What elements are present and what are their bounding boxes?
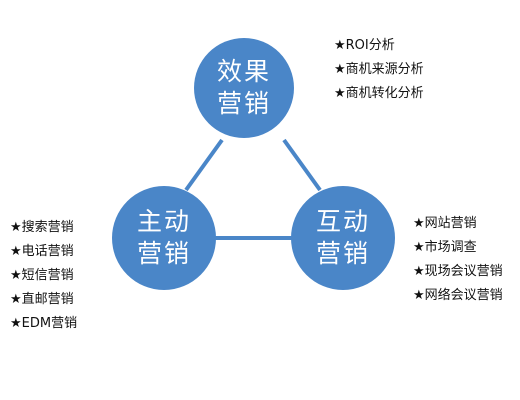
list-item: ★搜索营销 bbox=[10, 220, 74, 235]
node-label-line2: 营销 bbox=[136, 239, 191, 268]
connector-top-right bbox=[282, 138, 322, 192]
list-item: ★网络会议营销 bbox=[413, 288, 503, 303]
node-label-line2: 营销 bbox=[315, 239, 370, 268]
list-item: ★短信营销 bbox=[10, 268, 74, 283]
active-marketing-list: ★搜索营销 ★电话营销 ★短信营销 ★直邮营销 ★EDM营销 bbox=[10, 216, 77, 336]
list-item: ★直邮营销 bbox=[10, 292, 74, 307]
list-item: ★电话营销 bbox=[10, 244, 74, 259]
list-item: ★网站营销 bbox=[413, 216, 477, 231]
node-label-line1: 互动 bbox=[315, 207, 370, 236]
node-effect-marketing: 效果 营销 bbox=[194, 38, 294, 138]
list-item: ★ROI分析 bbox=[334, 38, 395, 53]
node-label-line1: 主动 bbox=[136, 207, 191, 236]
list-item: ★EDM营销 bbox=[10, 316, 78, 331]
node-active-marketing: 主动 营销 bbox=[112, 186, 216, 290]
interactive-marketing-list: ★网站营销 ★市场调查 ★现场会议营销 ★网络会议营销 bbox=[413, 212, 503, 308]
list-item: ★商机转化分析 bbox=[334, 86, 424, 101]
connector-top-left bbox=[184, 138, 224, 192]
node-interactive-marketing: 互动 营销 bbox=[291, 186, 395, 290]
list-item: ★市场调查 bbox=[413, 240, 477, 255]
node-label-line2: 营销 bbox=[216, 89, 271, 118]
list-item: ★现场会议营销 bbox=[413, 264, 503, 279]
effect-marketing-list: ★ROI分析 ★商机来源分析 ★商机转化分析 bbox=[334, 34, 424, 106]
list-item: ★商机来源分析 bbox=[334, 62, 424, 77]
node-label-line1: 效果 bbox=[216, 57, 271, 86]
